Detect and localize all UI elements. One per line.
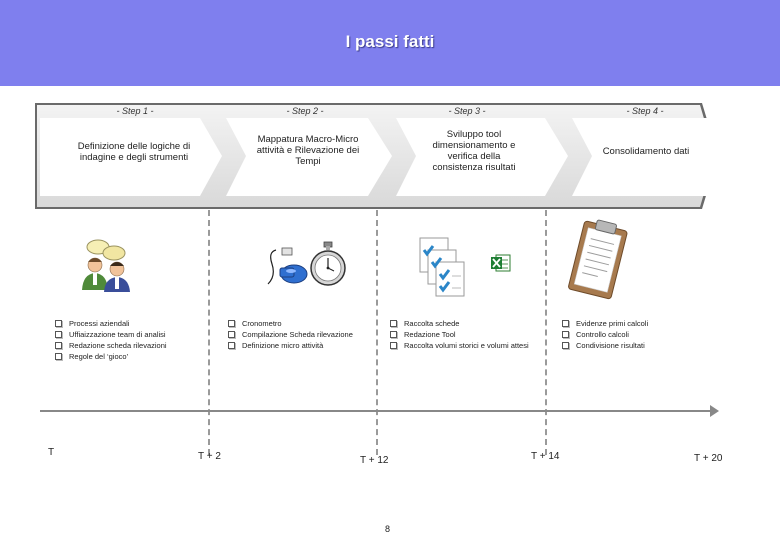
stopwatch-icon [310, 241, 346, 286]
list-item: Redazione Tool [390, 329, 530, 340]
page-number: 8 [385, 524, 391, 534]
divider-2 [376, 210, 378, 455]
people-talking-icon [82, 239, 130, 292]
list-item: Controllo calcoli [562, 329, 702, 340]
list-item: Raccolta volumi storici e volumi attesi [390, 340, 530, 351]
timeline-arrow-icon [710, 405, 719, 417]
step-4-text: Consolidamento dati [602, 146, 690, 157]
list-item: Raccolta schede [390, 318, 530, 329]
list-item: Condivisione risultati [562, 340, 702, 351]
timeline-mark-t14: T + 14 [531, 451, 560, 462]
steps-panel [35, 103, 742, 209]
chevron-step-3 [396, 118, 568, 196]
step-1-text: Definizione delle logiche di indagine e … [77, 141, 191, 163]
step-4-bullets: Evidenze primi calcoli Controllo calcoli… [562, 318, 702, 351]
list-item: Uffiaizzazione team di analisi [55, 329, 205, 340]
header-bar: I passi fatti [0, 0, 780, 86]
checklist-documents-icon [419, 237, 465, 297]
divider-3 [545, 210, 547, 455]
excel-icon [491, 254, 511, 272]
step-1-bullets: Processi aziendali Uffiaizzazione team d… [55, 318, 205, 362]
chevron-step-4 [572, 118, 742, 196]
step-3-label: - Step 3 - [448, 106, 486, 116]
chevron-step-1 [40, 118, 222, 196]
list-item: Regole del ‘gioco’ [55, 351, 205, 362]
list-item: Cronometro [228, 318, 373, 329]
page-title: I passi fatti [345, 32, 435, 51]
timeline-mark-t: T [48, 447, 55, 458]
step-3-bullets: Raccolta schede Redazione Tool Raccolta … [390, 318, 530, 351]
list-item: Redazione scheda rilevazioni [55, 340, 205, 351]
timeline-mark-t20: T + 20 [694, 453, 723, 464]
step-2-text: Mappatura Macro-Micro attività e Rilevaz… [256, 134, 360, 167]
step-2-bullets: Cronometro Compilazione Scheda rilevazio… [228, 318, 373, 351]
step-3-text: Sviluppo tool dimensionamento e verifica… [432, 129, 516, 173]
divider-1 [208, 210, 210, 455]
list-item: Compilazione Scheda rilevazione [228, 329, 373, 340]
chevron-step-2 [226, 118, 392, 196]
step-2-label: - Step 2 - [286, 106, 324, 116]
whistle-icon [267, 247, 308, 285]
clipboard-icon [568, 219, 628, 300]
timeline-axis [40, 410, 712, 412]
list-item: Definizione micro attività [228, 340, 373, 351]
list-item: Processi aziendali [55, 318, 205, 329]
timeline-mark-t12: T + 12 [360, 455, 389, 466]
list-item: Evidenze primi calcoli [562, 318, 702, 329]
step-4-label: - Step 4 - [626, 106, 664, 116]
step-1-label: - Step 1 - [116, 106, 154, 116]
timeline-mark-t2: T + 2 [198, 451, 221, 462]
